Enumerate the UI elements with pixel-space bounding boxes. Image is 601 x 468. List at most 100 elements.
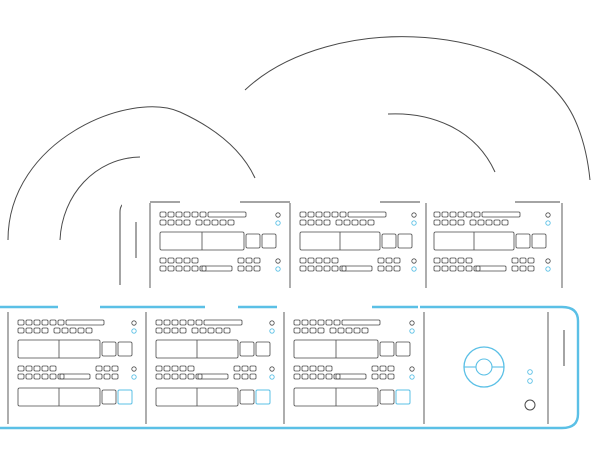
port-icon	[345, 327, 353, 334]
port-icon	[331, 257, 339, 264]
port-icon	[307, 265, 315, 272]
port-icon	[299, 219, 307, 226]
status-led-icon	[409, 366, 415, 372]
port-icon	[211, 219, 219, 226]
status-led-icon	[411, 258, 417, 264]
port-icon	[329, 327, 337, 334]
port-icon	[473, 211, 481, 218]
port-icon	[361, 327, 369, 334]
chassis-outline	[0, 305, 580, 430]
port-icon	[17, 373, 25, 380]
port-icon	[339, 211, 347, 218]
port-icon	[379, 365, 387, 372]
port-icon	[307, 219, 315, 226]
port-icon	[457, 257, 465, 264]
port-icon	[155, 373, 163, 380]
chassis-outline	[119, 201, 570, 285]
port-icon	[379, 373, 387, 380]
port-icon	[323, 265, 331, 272]
port-icon	[159, 265, 167, 272]
port-icon	[301, 319, 309, 326]
port-icon	[309, 373, 317, 380]
port-icon	[449, 219, 457, 226]
port-icon	[95, 365, 103, 372]
port-icon	[171, 373, 179, 380]
status-led-icon	[545, 220, 551, 226]
port-icon	[371, 365, 379, 372]
port-icon	[219, 219, 227, 226]
sfp-slot	[475, 265, 507, 272]
port-icon	[307, 211, 315, 218]
port-icon	[77, 327, 85, 334]
port-icon	[359, 219, 367, 226]
port-icon	[501, 219, 509, 226]
status-led-icon	[269, 366, 275, 372]
port-icon	[41, 327, 49, 334]
port-icon	[191, 257, 199, 264]
port-icon	[339, 265, 347, 272]
module-bay	[239, 389, 255, 405]
port-icon	[241, 373, 249, 380]
port-icon	[167, 257, 175, 264]
port-icon	[351, 219, 359, 226]
port-icon	[449, 257, 457, 264]
status-led-icon	[527, 378, 533, 384]
port-icon	[457, 219, 465, 226]
port-icon	[317, 373, 325, 380]
port-icon	[307, 257, 315, 264]
port-icon	[175, 211, 183, 218]
arc-icon	[59, 156, 141, 241]
module-bay	[397, 233, 413, 249]
port-icon	[95, 373, 103, 380]
port-icon	[301, 365, 309, 372]
port-icon	[25, 365, 33, 372]
module-bay	[117, 389, 133, 405]
port-icon	[159, 211, 167, 218]
status-led-icon	[409, 374, 415, 380]
port-icon	[167, 265, 175, 272]
port-icon	[199, 265, 207, 272]
port-icon	[25, 319, 33, 326]
port-icon	[527, 257, 535, 264]
port-icon	[195, 319, 203, 326]
sfp-slot	[197, 373, 229, 380]
port-icon	[485, 219, 493, 226]
port-icon	[195, 219, 203, 226]
port-icon	[207, 327, 215, 334]
port-icon	[387, 373, 395, 380]
sfp-slot	[347, 211, 387, 218]
port-icon	[449, 265, 457, 272]
port-icon	[465, 257, 473, 264]
port-icon	[159, 219, 167, 226]
status-led-icon	[275, 266, 281, 272]
port-icon	[323, 211, 331, 218]
port-icon	[171, 319, 179, 326]
port-icon	[33, 373, 41, 380]
port-icon	[49, 365, 57, 372]
port-icon	[183, 219, 191, 226]
port-icon	[17, 365, 25, 372]
power-button-icon	[524, 399, 536, 411]
port-icon	[325, 319, 333, 326]
port-icon	[249, 365, 257, 372]
port-icon	[163, 327, 171, 334]
port-icon	[465, 211, 473, 218]
status-led-icon	[275, 220, 281, 226]
port-icon	[61, 327, 69, 334]
port-icon	[187, 319, 195, 326]
port-icon	[385, 265, 393, 272]
port-icon	[49, 373, 57, 380]
sfp-slot	[481, 211, 521, 218]
port-icon	[215, 327, 223, 334]
sfp-slot	[207, 211, 247, 218]
port-icon	[457, 211, 465, 218]
port-icon	[155, 319, 163, 326]
status-led-icon	[131, 374, 137, 380]
port-icon	[301, 327, 309, 334]
port-icon	[315, 265, 323, 272]
port-icon	[465, 265, 473, 272]
port-icon	[17, 319, 25, 326]
port-icon	[103, 373, 111, 380]
status-led-icon	[545, 258, 551, 264]
sfp-slot	[203, 319, 243, 326]
